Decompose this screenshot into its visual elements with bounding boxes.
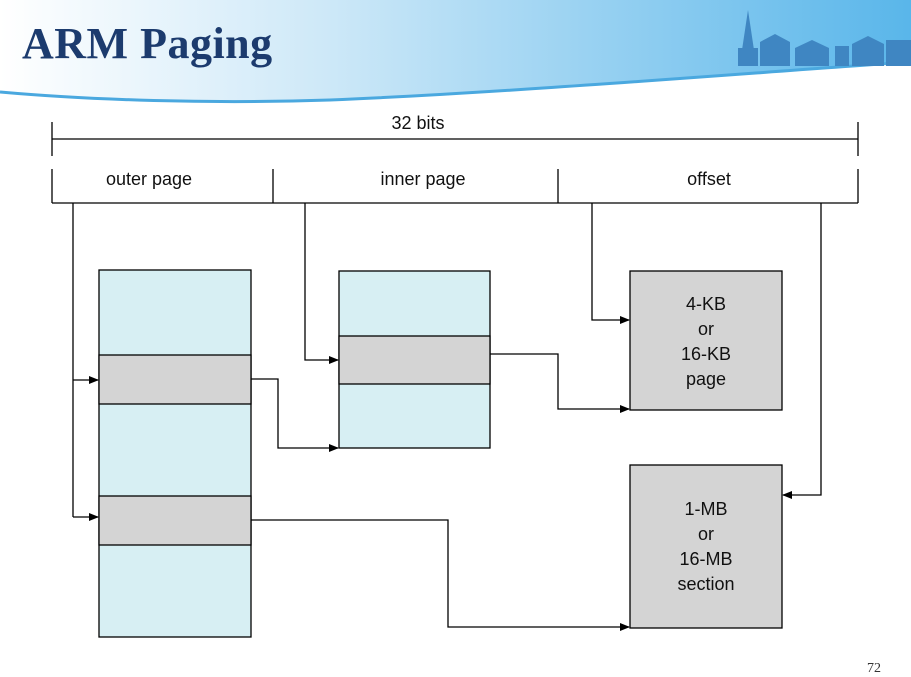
page-frame-line-3: 16-KB — [681, 344, 731, 364]
slide-title: ARM Paging — [22, 19, 273, 68]
bit-width-label: 32 bits — [391, 113, 444, 133]
skyline-icon — [738, 10, 911, 66]
page-frame-line-1: 4-KB — [686, 294, 726, 314]
address-format — [51, 169, 859, 204]
connector-lines — [72, 203, 822, 631]
arrow-inner-field-to-entry — [304, 203, 339, 364]
section-line-4: section — [677, 574, 734, 594]
inner-table-entry — [338, 335, 491, 385]
field-outer-page: outer page — [106, 169, 192, 189]
section-line-2: or — [698, 524, 714, 544]
bit-width-bracket — [51, 122, 859, 156]
outer-page-table — [98, 269, 252, 638]
page-number: 72 — [867, 661, 881, 676]
section-box — [629, 464, 783, 629]
outer-table-entry-section — [98, 495, 252, 546]
arrow-outer-entry-to-section — [251, 519, 630, 631]
arrow-outer-entry-to-inner-table — [251, 378, 339, 452]
arrow-offset-to-page — [591, 203, 630, 324]
page-frame-line-4: page — [686, 369, 726, 389]
header-banner — [0, 0, 911, 104]
inner-page-table — [338, 270, 491, 449]
page-frame-line-2: or — [698, 319, 714, 339]
page-frame-box — [629, 270, 783, 411]
section-line-3: 16-MB — [679, 549, 732, 569]
arrow-offset-to-section — [782, 203, 822, 499]
field-offset: offset — [687, 169, 731, 189]
section-line-1: 1-MB — [684, 499, 727, 519]
field-inner-page: inner page — [380, 169, 465, 189]
outer-table-entry-inner — [98, 354, 252, 405]
arrow-inner-entry-to-page — [490, 353, 630, 413]
